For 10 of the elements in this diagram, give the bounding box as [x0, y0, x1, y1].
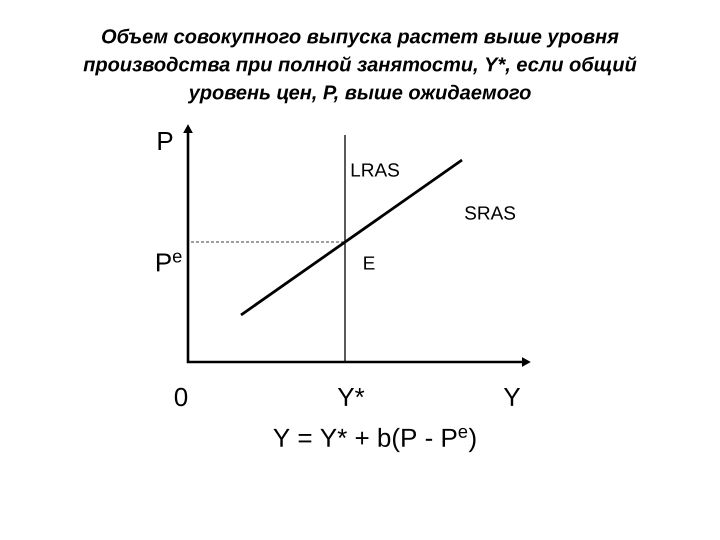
equation: Y = Y* + b(P - P$^{e}$) — [273, 428, 476, 452]
axis-label: Y — [504, 388, 520, 406]
curve-label: LRAS — [352, 163, 399, 177]
axis-label: Y* — [338, 388, 364, 406]
point-label: E — [364, 256, 375, 270]
title: Объем совокупного выпуска растет выше уровня производства при полной занятости, Y*, если общий уровень цен, P, выше ожидаемого — [84, 28, 636, 104]
curve-label: SRAS — [465, 206, 516, 220]
axis-label: P$^{e}$ — [156, 252, 182, 272]
axis-label: 0 — [174, 388, 188, 406]
axis-label: P — [158, 132, 172, 150]
